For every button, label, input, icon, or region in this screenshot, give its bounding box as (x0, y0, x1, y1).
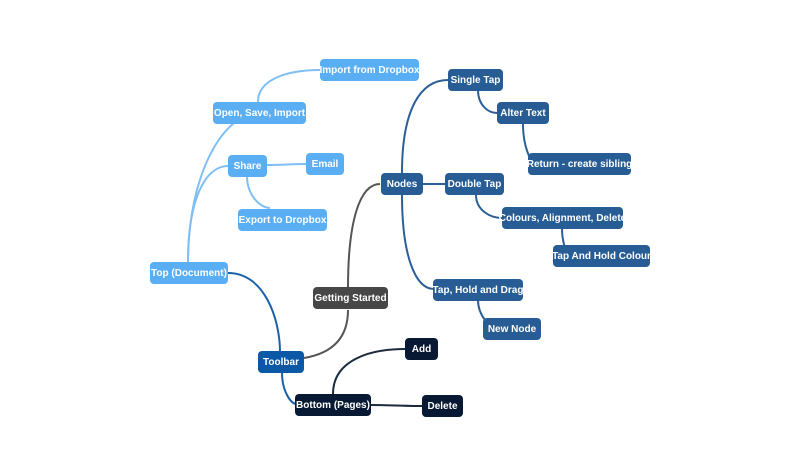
link-nodes-to-single-tap (401, 79, 449, 174)
link-share-to-email (266, 163, 307, 166)
link-toolbar-to-getting-started (303, 309, 349, 359)
node-export-to-dropbox[interactable]: Export to Dropbox (238, 209, 327, 231)
node-tap-and-hold-colour[interactable]: Tap And Hold Colour (552, 245, 651, 267)
node-import-from-dropbox[interactable]: Import from Dropbox (320, 59, 420, 81)
node-single-tap[interactable]: Single Tap (448, 69, 503, 91)
node-colours-alignment-delete[interactable]: Colours, Alignment, Delete (499, 207, 626, 229)
node-add[interactable]: Add (405, 338, 438, 360)
link-top-to-toolbar (227, 272, 281, 353)
node-open-save-import[interactable]: Open, Save, Import (213, 102, 306, 124)
node-email[interactable]: Email (306, 153, 344, 175)
link-getting-started-to-nodes (347, 183, 381, 289)
link-top-to-open-save-import (187, 112, 259, 263)
node-bottom-pages[interactable]: Bottom (Pages) (295, 394, 371, 416)
node-new-node[interactable]: New Node (483, 318, 541, 340)
link-single-tap-to-alter-text (477, 89, 498, 114)
node-top-document[interactable]: Top (Document) (150, 262, 228, 284)
node-share[interactable]: Share (228, 155, 267, 177)
link-bottom-pages-to-delete (369, 404, 423, 407)
node-toolbar[interactable]: Toolbar (258, 351, 304, 373)
node-alter-text[interactable]: Alter Text (497, 102, 549, 124)
node-delete[interactable]: Delete (422, 395, 463, 417)
link-top-to-share (187, 165, 229, 263)
link-open-save-import-to-import-dropbox (257, 69, 321, 103)
link-nodes-to-tap-hold-drag (401, 194, 435, 290)
link-bottom-pages-to-add (332, 348, 406, 395)
node-nodes[interactable]: Nodes (381, 173, 423, 195)
node-tap-hold-and-drag[interactable]: Tap, Hold and Drag (433, 279, 523, 301)
link-share-to-export-dropbox (246, 175, 271, 209)
node-return-create-sibling[interactable]: Return - create sibling (527, 153, 632, 175)
link-toolbar-to-bottom-pages (281, 372, 297, 405)
link-double-tap-to-colours (475, 194, 503, 219)
node-getting-started[interactable]: Getting Started (313, 287, 388, 309)
node-double-tap[interactable]: Double Tap (445, 173, 504, 195)
